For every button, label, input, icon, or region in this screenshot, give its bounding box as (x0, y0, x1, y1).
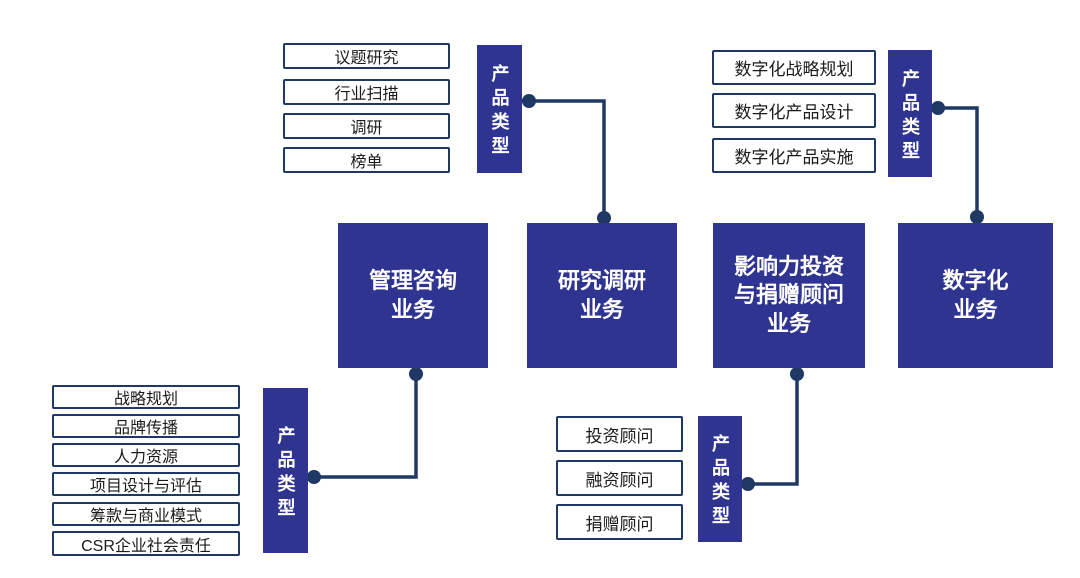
product-item-project-design-evaluation: 项目设计与评估 (52, 472, 240, 496)
product-item-human-resources: 人力资源 (52, 443, 240, 467)
business-box-consulting: 管理咨询 业务 (338, 223, 488, 368)
connector-dot (741, 477, 755, 491)
connector-digital-products-to-digital (931, 101, 984, 224)
connector-dot (790, 367, 804, 381)
product-item-financing-advisory: 融资顾问 (556, 460, 683, 496)
connector-dot (970, 210, 984, 224)
product-item-strategic-planning: 战略规划 (52, 385, 240, 409)
business-box-research: 研究调研 业务 (527, 223, 677, 368)
connector-impact-products-to-impact (741, 367, 804, 491)
connector-research-products-to-research (522, 94, 611, 225)
product-item-donation-advisory: 捐赠顾问 (556, 504, 683, 540)
product-item-digital-strategy-planning: 数字化战略规划 (712, 50, 876, 85)
product-item-digital-product-design: 数字化产品设计 (712, 93, 876, 128)
connector-dot (522, 94, 536, 108)
product-type-tag-consulting: 产品类型 (263, 388, 308, 553)
business-box-digital: 数字化 业务 (898, 223, 1053, 368)
product-type-tag-digital: 产品类型 (888, 50, 932, 177)
connector-consulting-products-to-consulting (307, 367, 423, 484)
product-item-industry-scan: 行业扫描 (283, 79, 450, 105)
connector-dot (409, 367, 423, 381)
product-item-rankings: 榜单 (283, 147, 450, 173)
product-type-tag-impact: 产品类型 (698, 416, 742, 542)
product-item-investment-advisory: 投资顾问 (556, 416, 683, 452)
connector-dot (931, 101, 945, 115)
product-item-topic-research: 议题研究 (283, 43, 450, 69)
connector-dot (307, 470, 321, 484)
product-item-fundraising-business-model: 筹款与商业模式 (52, 502, 240, 526)
product-item-survey: 调研 (283, 113, 450, 139)
product-item-brand-communication: 品牌传播 (52, 414, 240, 438)
business-box-impact: 影响力投资 与捐赠顾问 业务 (713, 223, 865, 368)
product-item-digital-product-implementation: 数字化产品实施 (712, 138, 876, 173)
product-type-tag-research: 产品类型 (477, 45, 522, 173)
product-item-csr: CSR企业社会责任 (52, 531, 240, 556)
